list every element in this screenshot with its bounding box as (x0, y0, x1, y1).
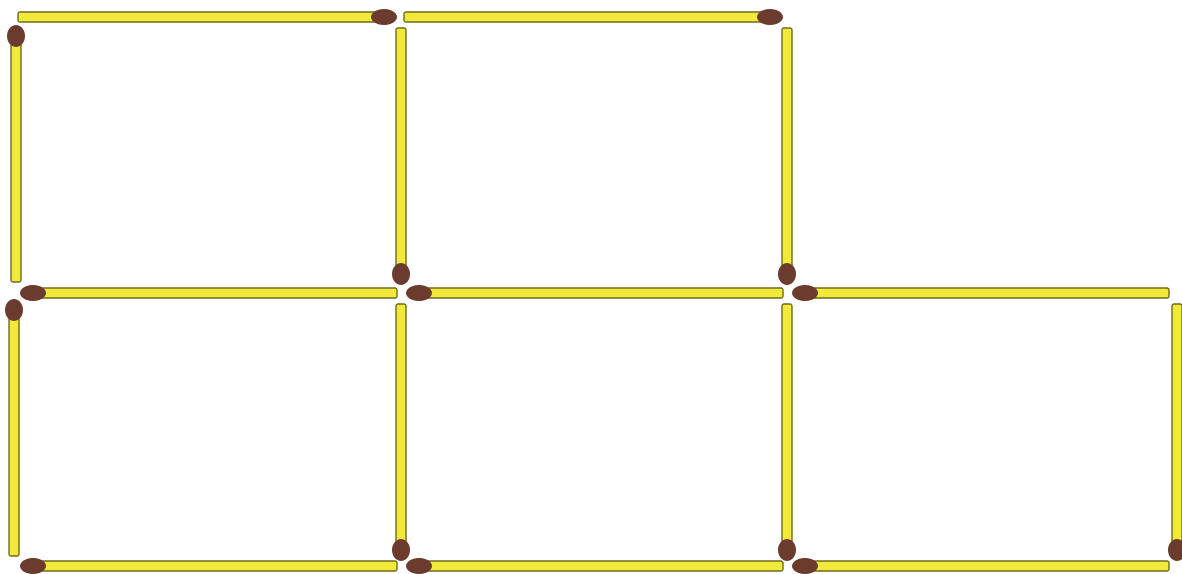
match-head-15 (792, 558, 818, 574)
matchstick-12 (1172, 304, 1182, 550)
matchstick-2 (404, 12, 770, 22)
match-head-4 (392, 263, 410, 285)
matchstick-8 (805, 288, 1169, 298)
matchstick-15 (805, 561, 1169, 571)
matchstick-14 (419, 561, 783, 571)
match-head-9 (5, 299, 23, 321)
matchstick-5 (782, 28, 792, 274)
match-head-8 (792, 285, 818, 301)
matchstick-1 (18, 12, 384, 22)
match-head-11 (778, 539, 796, 561)
matchstick-group (5, 9, 1182, 574)
match-head-7 (406, 285, 432, 301)
matchstick-9 (9, 310, 19, 556)
matchstick-3 (11, 36, 21, 282)
matchstick-4 (396, 28, 406, 274)
match-head-2 (757, 9, 783, 25)
matchstick-11 (782, 304, 792, 550)
matchstick-10 (396, 304, 406, 550)
matchstick-13 (33, 561, 397, 571)
match-head-14 (406, 558, 432, 574)
match-head-13 (20, 558, 46, 574)
match-head-6 (20, 285, 46, 301)
match-head-12 (1168, 539, 1182, 561)
match-head-1 (371, 9, 397, 25)
matchstick-6 (33, 288, 397, 298)
match-head-5 (778, 263, 796, 285)
match-head-10 (392, 539, 410, 561)
match-head-3 (7, 25, 25, 47)
matchstick-7 (419, 288, 783, 298)
